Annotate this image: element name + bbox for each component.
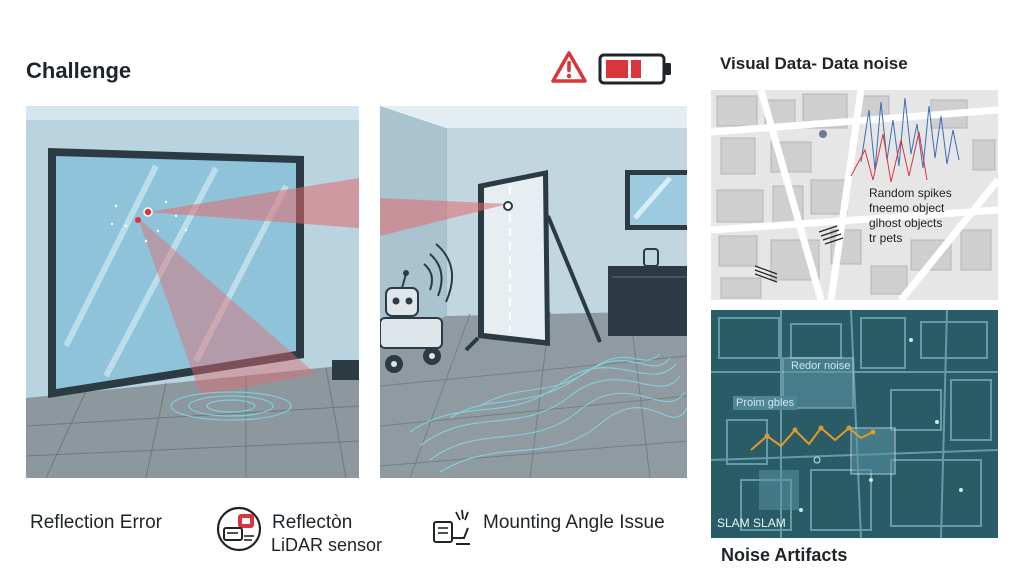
- label-mounting-angle: Mounting Angle Issue: [483, 512, 665, 533]
- label-reflection-error: Reflection Error: [30, 512, 162, 533]
- dark-map-label-slam: SLAM SLAM: [717, 516, 786, 530]
- slam-map-dark-panel: Redor noise Proim gbles SLAM SLAM: [711, 310, 998, 538]
- mounting-angle-icon: [430, 508, 474, 548]
- label-lidar-sensor: LiDAR sensor: [271, 535, 383, 555]
- right-title: Visual Data- Data noise: [720, 54, 908, 73]
- annotation-tr-pets: tr pets: [869, 231, 903, 245]
- lidar-sensor-icon: [216, 506, 262, 552]
- noise-annotations: Random spikes fneemo object glhost objec…: [869, 186, 952, 246]
- label-reflection: Reflectòn: [272, 512, 353, 533]
- label-noise-artifacts: Noise Artifacts: [721, 545, 848, 565]
- noise-map-light-panel: Random spikes fneemo object glhost objec…: [711, 90, 998, 300]
- warning-triangle-icon: [551, 50, 587, 84]
- mounting-scene-panel: [380, 106, 687, 478]
- dark-map-label-top: Redor noise: [791, 360, 851, 372]
- annotation-random-spikes: Random spikes: [869, 186, 952, 200]
- reflection-scene-panel: [26, 106, 359, 478]
- battery-low-icon: [598, 53, 674, 85]
- dark-map-label-left: Proim gbles: [733, 396, 798, 410]
- annotation-ghost-objects: glhost objects: [869, 216, 943, 230]
- page-title: Challenge: [26, 58, 132, 83]
- annotation-fneemo-object: fneemo object: [869, 201, 945, 215]
